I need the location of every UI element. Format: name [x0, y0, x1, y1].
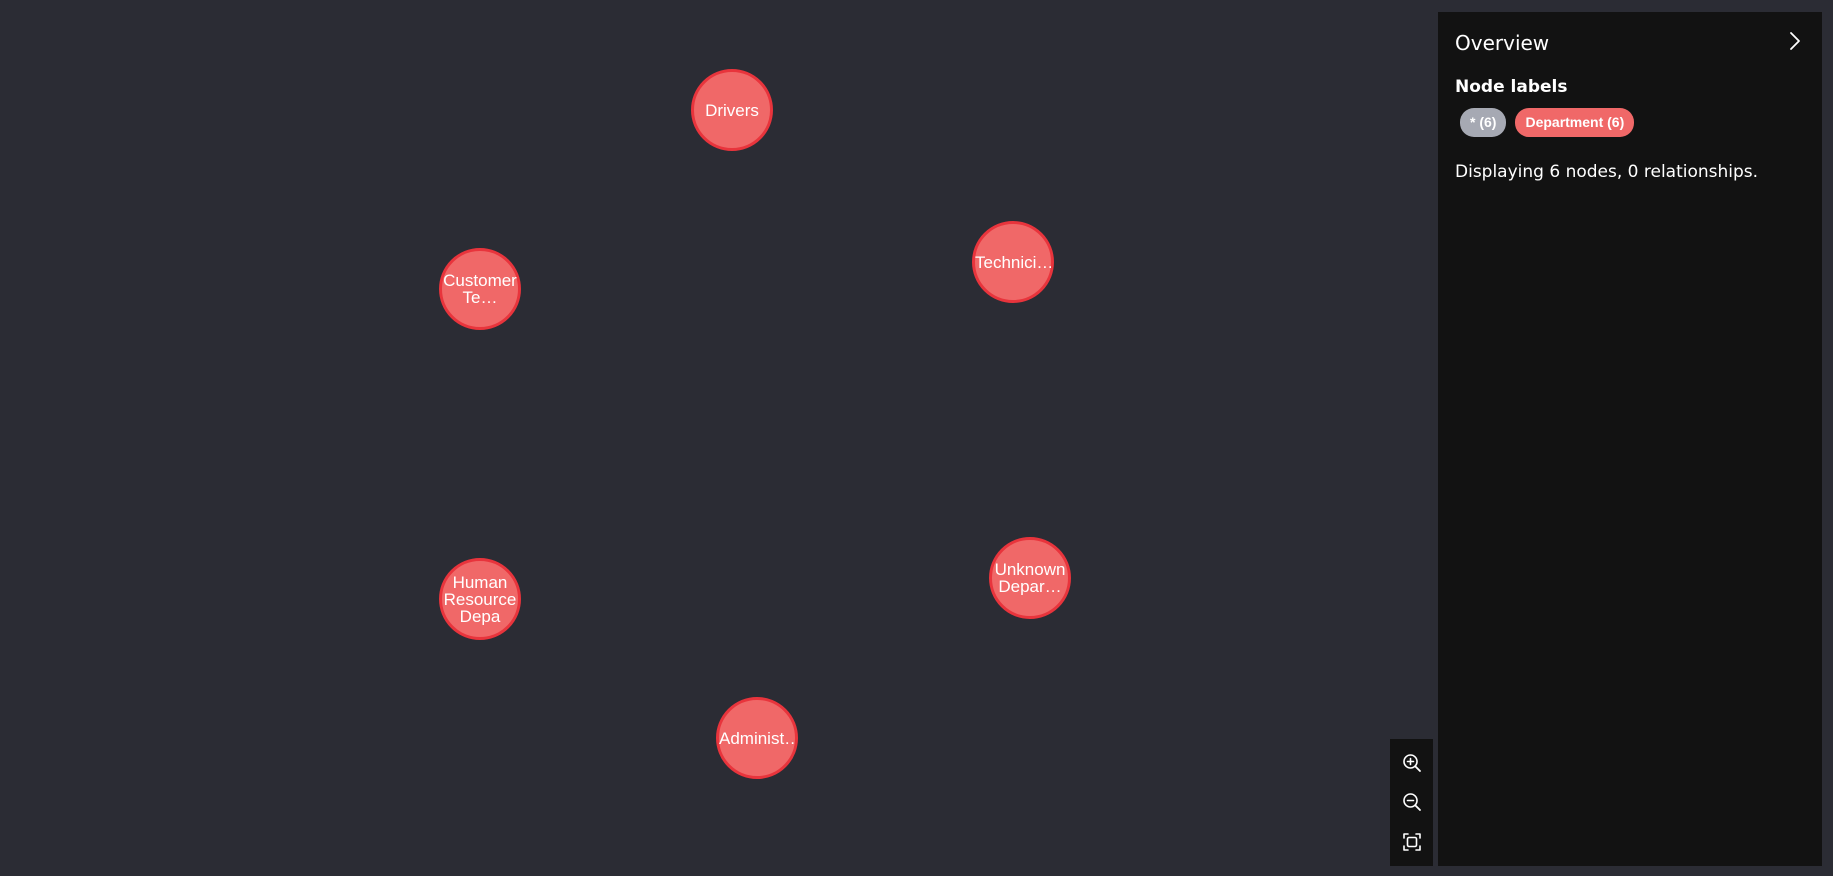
graph-node-technicians[interactable]: Technici…: [972, 221, 1054, 303]
fit-to-screen-button[interactable]: [1397, 827, 1427, 857]
zoom-in-button[interactable]: [1397, 748, 1427, 778]
node-caption: Drivers: [705, 101, 759, 119]
node-caption: Human Resource Depa: [443, 573, 517, 625]
node-caption: Administ…: [719, 729, 795, 747]
label-chip-all[interactable]: * (6): [1460, 108, 1507, 137]
collapse-panel-button[interactable]: [1784, 30, 1806, 52]
node-caption: Technici…: [975, 253, 1051, 271]
graph-summary-text: Displaying 6 nodes, 0 relationships.: [1455, 162, 1759, 182]
zoom-controls: [1390, 739, 1433, 866]
graph-node-human-resource[interactable]: Human Resource Depa: [439, 558, 521, 640]
node-label-chips: * (6) Department (6): [1455, 108, 1805, 137]
zoom-out-icon: [1402, 793, 1421, 812]
graph-node-administration[interactable]: Administ…: [716, 697, 798, 779]
graph-node-drivers[interactable]: Drivers: [691, 69, 773, 151]
node-caption: Unknown Depar…: [994, 561, 1066, 595]
overview-panel: Overview Node labels * (6) Department (6…: [1438, 12, 1822, 866]
graph-node-unknown[interactable]: Unknown Depar…: [989, 537, 1071, 619]
fit-to-screen-icon: [1402, 833, 1421, 851]
graph-canvas[interactable]: Drivers Technici… Customer Te… Unknown D…: [0, 0, 1438, 876]
chevron-right-icon: [1790, 32, 1800, 50]
node-caption: Customer Te…: [443, 272, 517, 306]
zoom-in-icon: [1402, 754, 1421, 772]
graph-node-customer[interactable]: Customer Te…: [439, 248, 521, 330]
panel-title: Overview: [1455, 31, 1550, 55]
node-labels-heading: Node labels: [1455, 77, 1568, 97]
zoom-out-button[interactable]: [1397, 787, 1427, 817]
label-chip-department[interactable]: Department (6): [1515, 108, 1635, 137]
